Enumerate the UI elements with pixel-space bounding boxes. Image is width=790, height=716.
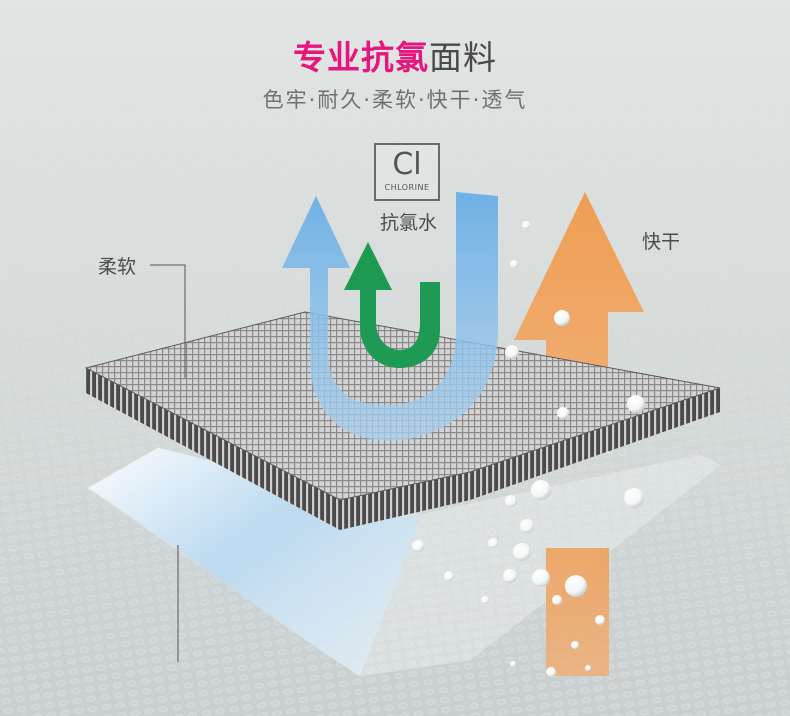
label-chlorine-water: 抗氯水 [380, 212, 438, 234]
title-rest: 面料 [429, 38, 497, 77]
features-subtitle: 色牢·耐久·柔软·快干·透气 [262, 88, 528, 112]
chlorine-badge-icon: Cl CHLORINE [374, 143, 440, 201]
leader-lines [150, 264, 186, 662]
chlorine-symbol: Cl [392, 147, 422, 182]
label-soft: 柔软 [98, 256, 137, 278]
label-quick-dry: 快干 [642, 231, 681, 253]
title-accent: 专业抗氯 [293, 38, 429, 77]
water-bubbles-icon [412, 221, 645, 677]
green-u-arrow-icon [344, 242, 440, 368]
chlorine-name: CHLORINE [384, 183, 430, 192]
blue-u-arrow-icon [282, 192, 498, 441]
page-title: 专业抗氯面料 [0, 38, 790, 78]
